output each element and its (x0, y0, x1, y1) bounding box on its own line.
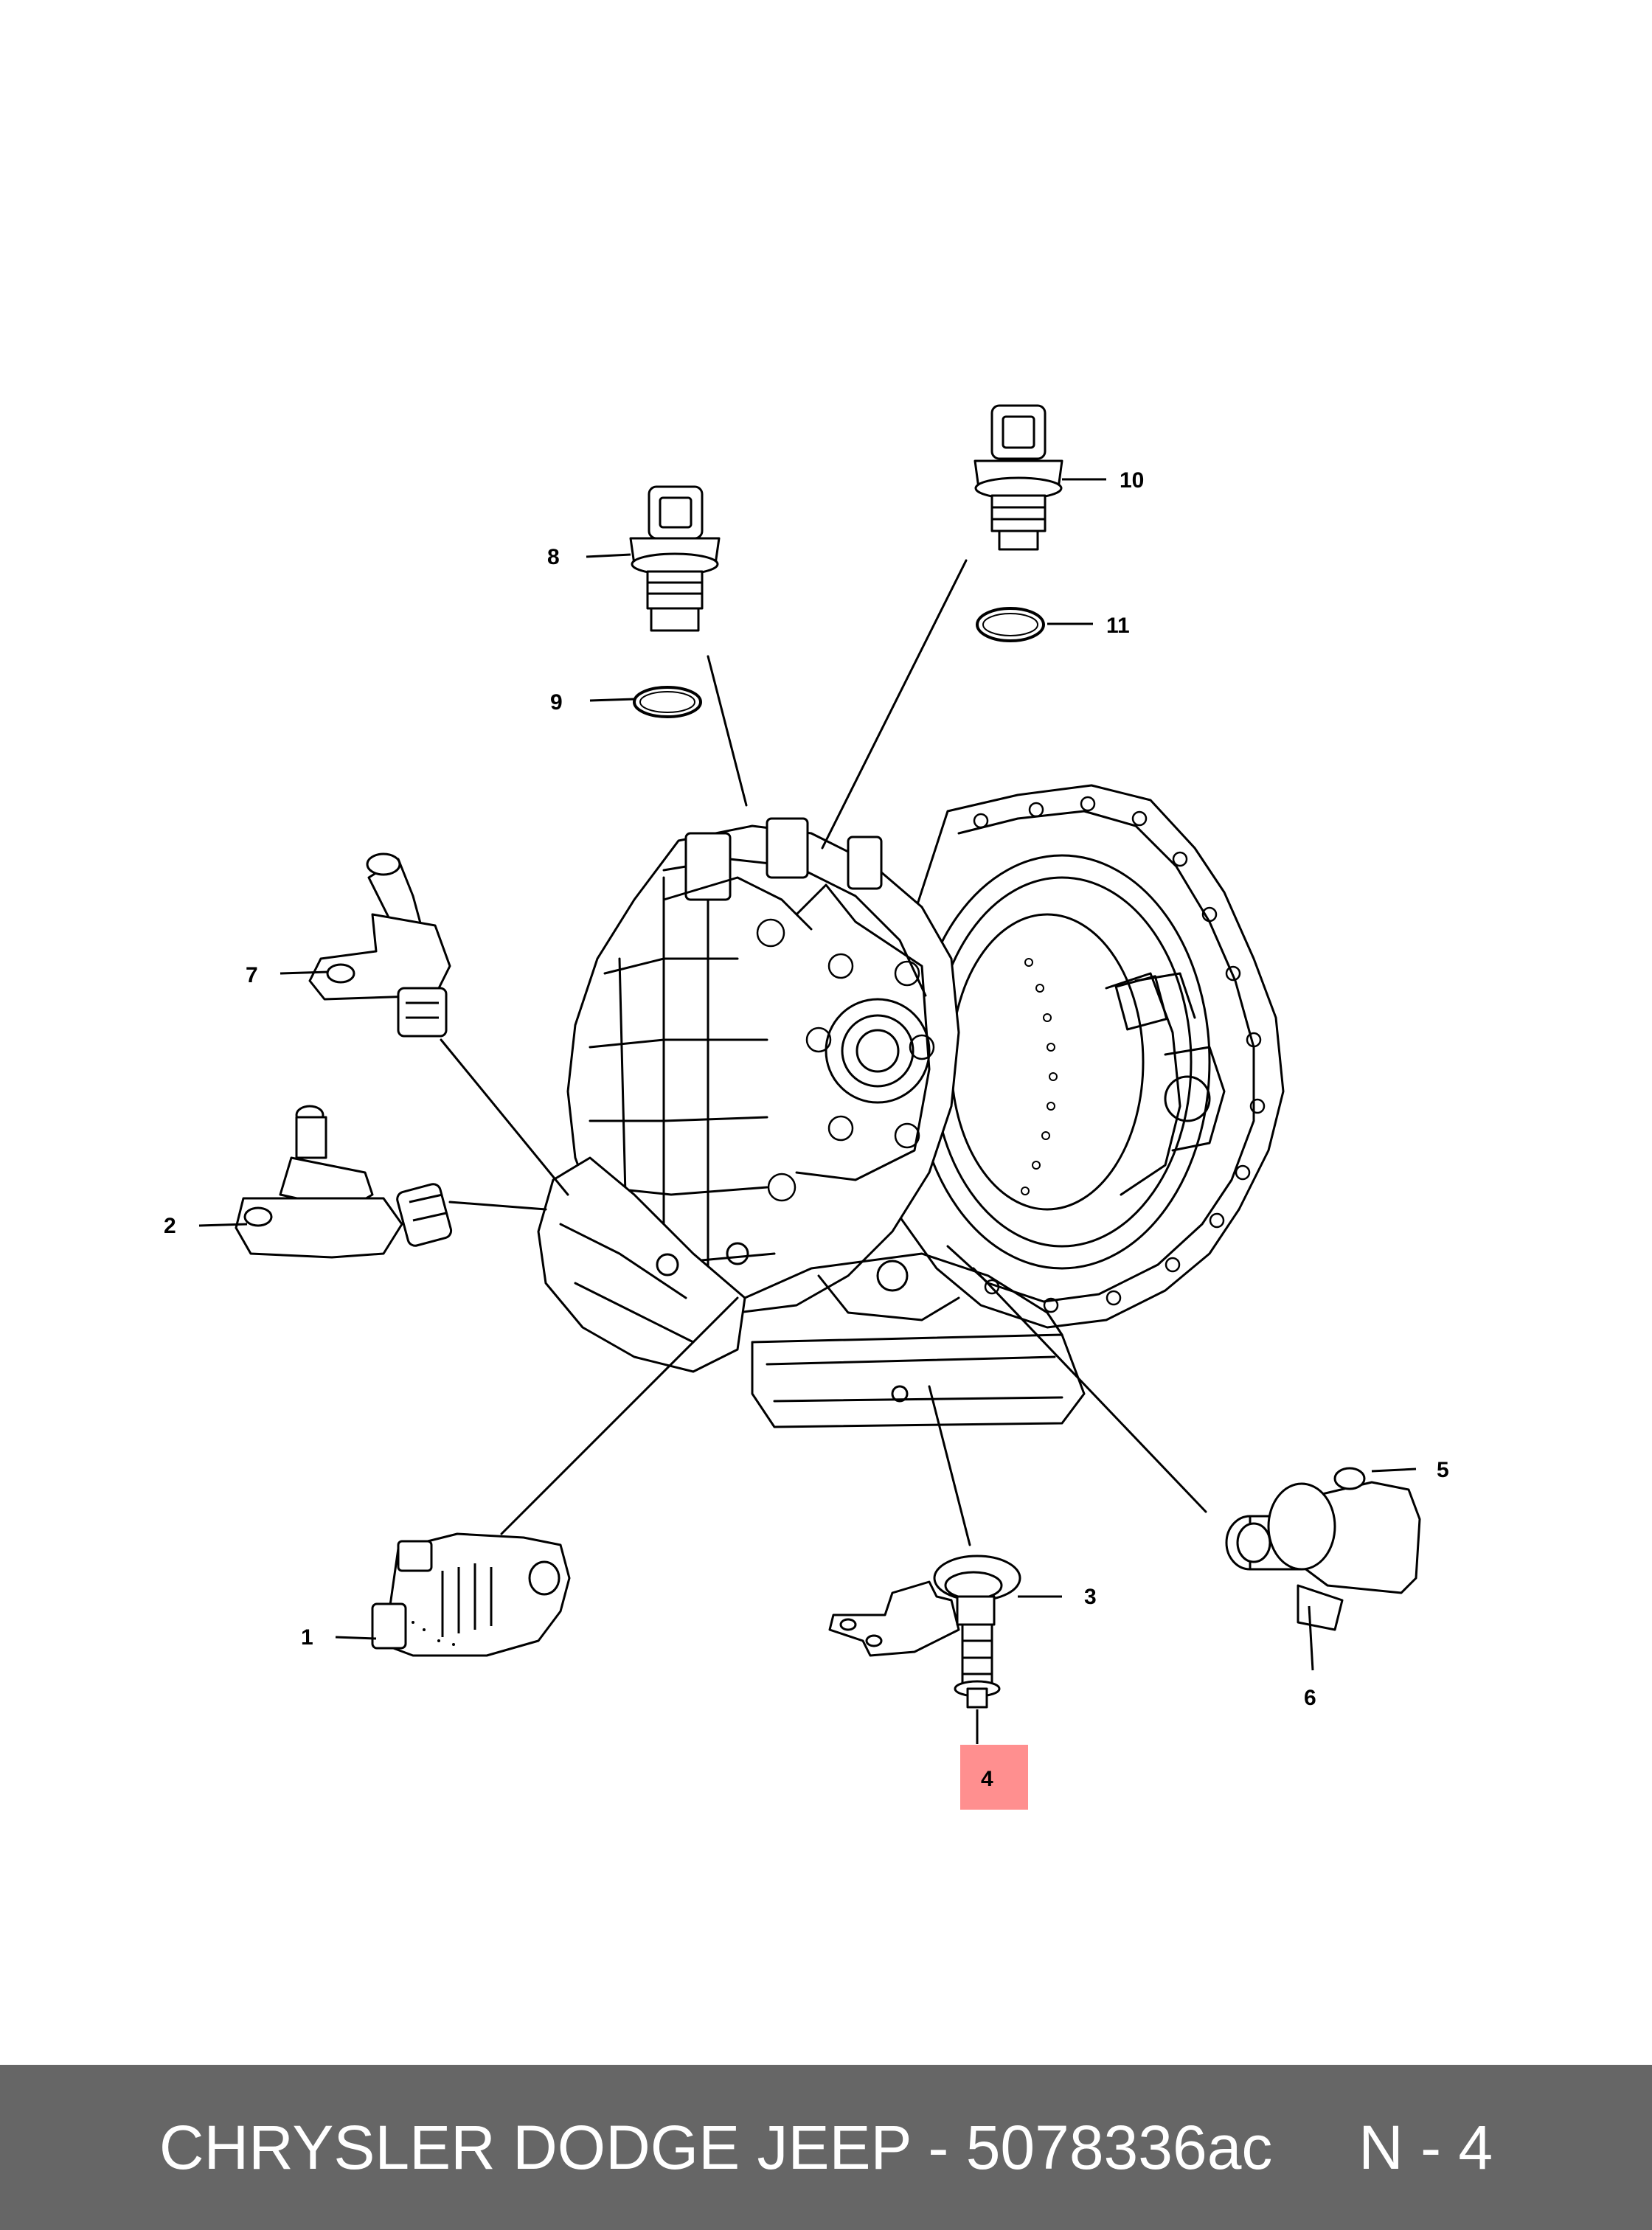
callout-5: 5 (1437, 1458, 1449, 1482)
part-5-sensor (1225, 1467, 1421, 1631)
callout-7: 7 (246, 963, 258, 987)
part-7-speed-sensor (308, 852, 451, 1038)
part-11-o-ring (976, 607, 1045, 642)
part-8-pressure-sensor (629, 485, 721, 632)
callout-labels: 1 2 3 4 5 6 7 8 9 10 11 (164, 468, 1449, 1791)
part-4-highlight-box (960, 1745, 1028, 1810)
callout-4: 4 (981, 1767, 993, 1791)
callout-6: 6 (1304, 1686, 1316, 1710)
part-1-sensor (371, 1532, 571, 1657)
part-3-bracket (828, 1580, 960, 1657)
callout-1: 1 (301, 1625, 313, 1650)
callout-2: 2 (164, 1214, 176, 1238)
part-9-o-ring (633, 686, 702, 718)
callout-10: 10 (1120, 468, 1144, 493)
callout-9: 9 (550, 690, 563, 715)
leader-lines (440, 559, 1207, 1546)
transmission-assembly (537, 784, 1285, 1428)
callout-3: 3 (1084, 1585, 1097, 1609)
footer-bar: CHRYSLER DODGE JEEP - 5078336ac N - 4 (0, 2065, 1652, 2230)
part-4-speed-sensor (933, 1555, 1021, 1709)
footer-part-number: CHRYSLER DODGE JEEP - 5078336ac N - 4 (159, 2112, 1493, 2182)
part-6-connector (1308, 1605, 1314, 1671)
part-2-speed-sensor (235, 1105, 453, 1259)
callout-leaders (198, 478, 1417, 1744)
callout-11: 11 (1106, 614, 1130, 638)
transmission-sensors-diagram: 1 2 3 4 5 6 7 8 9 10 11 (164, 404, 1449, 1810)
part-10-pressure-sensor (974, 404, 1063, 551)
callout-8: 8 (547, 545, 560, 569)
